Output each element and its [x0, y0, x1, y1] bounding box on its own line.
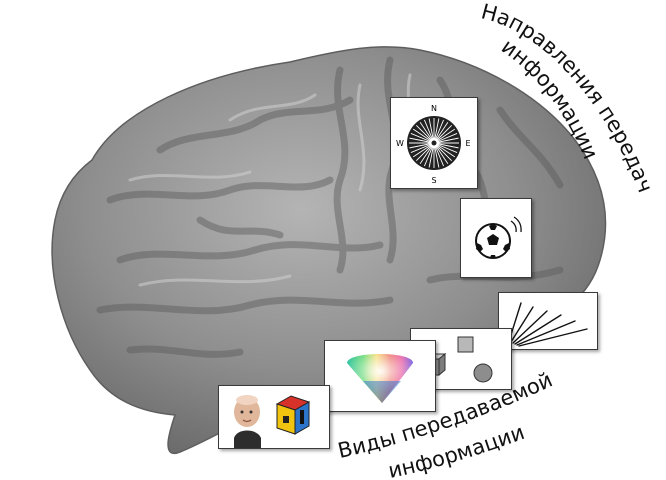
compass-rose-icon: N S E W: [391, 98, 477, 188]
motion-card: [460, 198, 532, 278]
face-and-cube-icon: [219, 386, 329, 448]
compass-card: N S E W: [390, 97, 478, 189]
object-card: [218, 385, 330, 449]
compass-south-label: S: [431, 176, 436, 185]
compass-north-label: N: [431, 104, 437, 113]
orientation-card: [498, 292, 598, 350]
oriented-lines-icon: [499, 293, 597, 349]
compass-east-label: E: [465, 139, 470, 148]
compass-west-label: W: [396, 139, 404, 148]
color-spectrum-icon: [325, 341, 435, 411]
face-icon: [234, 395, 261, 448]
cube-icon: [277, 396, 309, 434]
color-card: [324, 340, 436, 412]
soccer-ball-icon: [461, 199, 531, 277]
